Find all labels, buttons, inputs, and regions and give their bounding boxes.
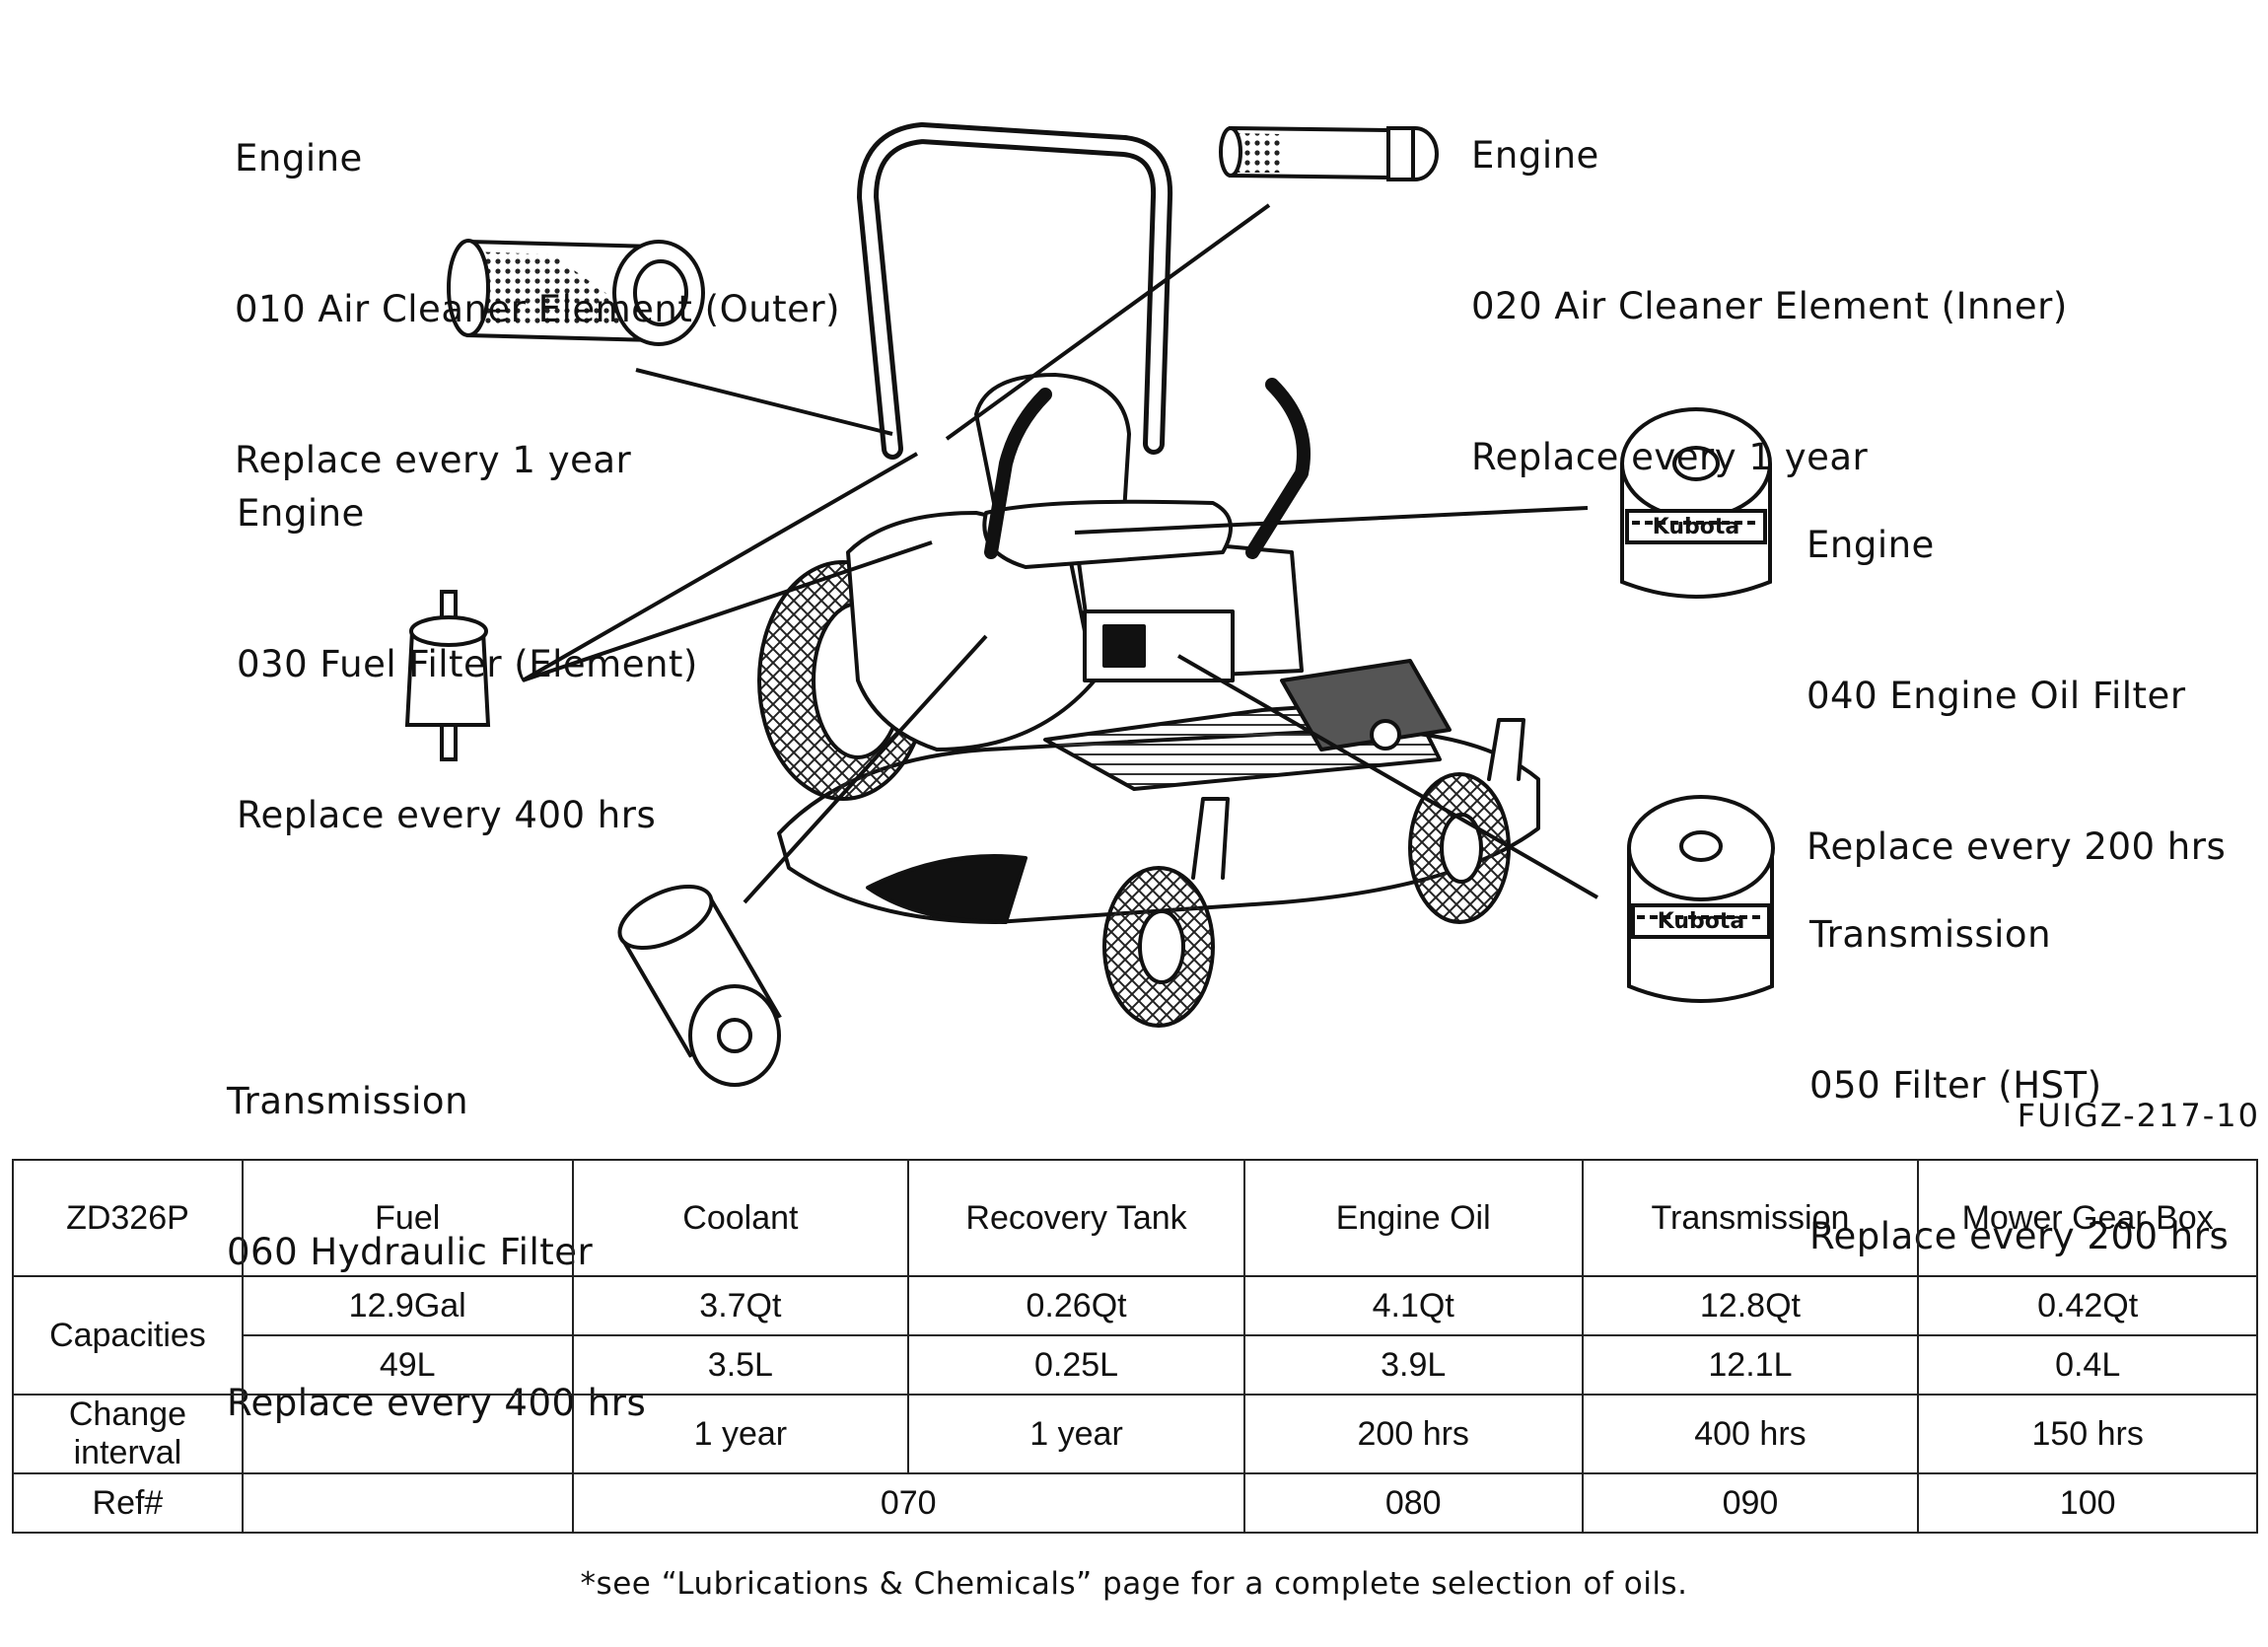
callout-section: Engine	[1471, 134, 1599, 177]
callout-part: 040 Engine Oil Filter	[1807, 675, 2186, 717]
callout-interval: Replace every 400 hrs	[237, 794, 657, 836]
column-header: Mower Gear Box	[1917, 1159, 2258, 1277]
table-row: Ref# 070 080 090 100	[12, 1472, 2258, 1534]
callout-section: Transmission	[227, 1080, 469, 1122]
fuel-filter-part	[404, 590, 491, 761]
callout-part: 050 Filter (HST)	[1809, 1064, 2102, 1107]
callout-part: 030 Fuel Filter (Element)	[237, 643, 698, 685]
table-cell: 0.26Qt	[907, 1275, 1245, 1336]
figure-code: FUIGZ-217-10	[2017, 1097, 2260, 1134]
callout-020: Engine 020 Air Cleaner Element (Inner) R…	[1471, 30, 2068, 533]
callout-part: 010 Air Cleaner Element (Outer)	[235, 288, 841, 330]
kubota-logo-text: Kubota	[1658, 909, 1745, 934]
table-cell: 070	[571, 1472, 1245, 1534]
table-row: Change interval 1 year 1 year 200 hrs 40…	[12, 1394, 2258, 1474]
model-cell: ZD326P	[12, 1159, 244, 1277]
zero-turn-mower-illustration	[757, 122, 1540, 1028]
row-label: Change interval	[12, 1394, 244, 1474]
table-cell: 200 hrs	[1242, 1394, 1584, 1474]
column-header: Coolant	[571, 1159, 910, 1277]
row-label: Ref#	[12, 1472, 244, 1534]
table-row: Capacities 12.9Gal 3.7Qt 0.26Qt 4.1Qt 12…	[12, 1275, 2258, 1396]
column-header: Recovery Tank	[907, 1159, 1245, 1277]
engine-oil-filter-part	[1620, 407, 1772, 599]
table-row: 49L 3.5L 0.25L 3.9L 12.1L 0.4L	[13, 1334, 2258, 1396]
callout-section: Engine	[237, 492, 365, 535]
table-cell: 49L	[241, 1334, 574, 1396]
air-cleaner-inner-part	[1219, 125, 1439, 181]
hydraulic-filter-part	[617, 885, 782, 1087]
table-cell: 150 hrs	[1917, 1394, 2258, 1474]
column-header: Fuel	[241, 1159, 574, 1277]
table-cell: 3.7Qt	[571, 1275, 910, 1336]
table-cell: 100	[1917, 1472, 2258, 1534]
table-cell: 12.1L	[1581, 1334, 1920, 1396]
footnote: *see “Lubrications & Chemicals” page for…	[580, 1566, 1688, 1602]
table-cell: 4.1Qt	[1242, 1275, 1584, 1336]
table-cell: 400 hrs	[1581, 1394, 1920, 1474]
table-header-row: ZD326P Fuel Coolant Recovery Tank Engine…	[12, 1159, 2258, 1277]
callout-040: Engine 040 Engine Oil Filter Replace eve…	[1807, 419, 2226, 922]
callout-030: Engine 030 Fuel Filter (Element) Replace…	[237, 388, 698, 891]
table-cell: 3.9L	[1242, 1334, 1584, 1396]
table-cell: 0.4L	[1917, 1334, 2258, 1396]
kubota-logo-text: Kubota	[1653, 515, 1740, 539]
row-label: Capacities	[12, 1275, 244, 1396]
table-cell	[241, 1472, 574, 1534]
column-header: Transmission	[1581, 1159, 1920, 1277]
table-cell: 1 year	[907, 1394, 1245, 1474]
table-cell: 3.5L	[571, 1334, 910, 1396]
callout-section: Engine	[235, 137, 363, 179]
callout-interval: Replace every 1 year	[1471, 436, 1869, 478]
table-cell	[241, 1394, 574, 1474]
table-cell: 0.25L	[907, 1334, 1245, 1396]
callout-section: Transmission	[1809, 913, 2052, 956]
table-cell: 12.8Qt	[1581, 1275, 1920, 1336]
callout-interval: Replace every 200 hrs	[1807, 825, 2227, 868]
air-cleaner-outer-part	[447, 239, 705, 346]
table-cell: 12.9Gal	[241, 1275, 574, 1336]
callout-interval: Replace every 1 year	[235, 439, 632, 481]
table-cell: 0.42Qt	[1917, 1275, 2258, 1336]
column-header: Engine Oil	[1242, 1159, 1584, 1277]
table-cell: 090	[1581, 1472, 1920, 1534]
callout-section: Engine	[1807, 524, 1935, 566]
hst-filter-part	[1627, 795, 1775, 1003]
capacities-table: ZD326P Fuel Coolant Recovery Tank Engine…	[12, 1159, 2258, 1534]
leader-lines	[522, 203, 1598, 904]
table-cell: 080	[1242, 1472, 1584, 1534]
callout-part: 020 Air Cleaner Element (Inner)	[1471, 285, 2068, 327]
callout-010: Engine 010 Air Cleaner Element (Outer) R…	[235, 33, 840, 536]
table-cell: 1 year	[571, 1394, 910, 1474]
